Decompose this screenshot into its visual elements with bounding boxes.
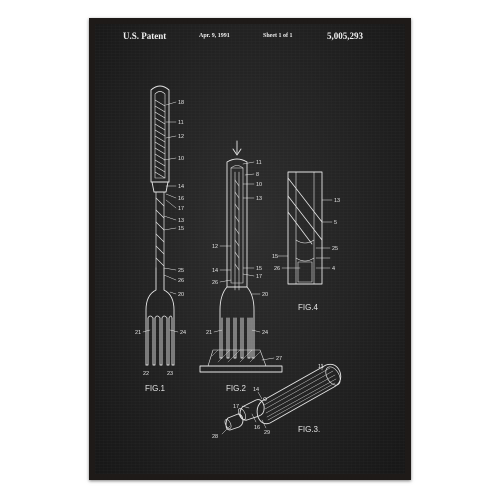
fig1-numerals: 18 11 12 10 14 16 17 13 15 25 26 20 21 2… xyxy=(135,100,186,377)
ref-numeral: 13 xyxy=(178,218,184,224)
ref-numeral: 26 xyxy=(274,266,280,272)
fig2-rod xyxy=(234,171,240,291)
patent-number: 5,005,293 xyxy=(327,31,363,41)
patent-date: Apr. 9, 1991 xyxy=(199,33,230,39)
figure-captions: FIG.1 FIG.2 FIG.4 FIG.3. xyxy=(145,303,320,434)
ref-numeral: 28 xyxy=(212,434,218,440)
ref-numeral: 24 xyxy=(262,330,268,336)
fig2-numerals: 11 8 10 13 12 14 26 15 17 20 21 24 27 xyxy=(206,160,282,362)
ref-numeral: 29 xyxy=(264,430,270,436)
ref-numeral: 25 xyxy=(178,268,184,274)
fig2-base xyxy=(199,365,283,373)
ref-numeral: 15 xyxy=(272,254,278,260)
fig1-caption: FIG.1 xyxy=(145,384,166,393)
fig2-caption: FIG.2 xyxy=(226,384,247,393)
fig3-cap xyxy=(239,399,265,421)
ref-numeral: 12 xyxy=(212,244,218,250)
fig1-tines xyxy=(145,317,175,366)
ref-numeral: 23 xyxy=(167,371,173,377)
ref-numeral: 10 xyxy=(256,182,262,188)
fig2-drawing xyxy=(199,140,283,373)
fig3-ribs xyxy=(263,367,337,421)
ref-numeral: 24 xyxy=(180,330,186,336)
patent-sheet xyxy=(95,24,405,474)
ref-numeral: 16 xyxy=(254,425,260,431)
ref-numeral: 25 xyxy=(332,246,338,252)
ref-numeral: 14 xyxy=(178,184,184,190)
fig2-tines xyxy=(219,317,255,359)
fig2-leaders xyxy=(213,161,275,361)
ref-numeral: 27 xyxy=(276,356,282,362)
fig3-cylinder xyxy=(256,363,342,425)
ref-numeral: 4 xyxy=(332,266,335,272)
ref-numeral: 21 xyxy=(206,330,212,336)
sheet-count: Sheet 1 of 1 xyxy=(263,33,293,39)
fig2-handle xyxy=(226,158,248,288)
ref-numeral: 12 xyxy=(178,134,184,140)
ref-numeral: 14 xyxy=(253,387,259,393)
ref-numeral: 5 xyxy=(334,220,337,226)
fig4-drawing xyxy=(277,171,333,285)
paper-texture xyxy=(95,24,405,474)
ref-numeral: 17 xyxy=(233,404,239,410)
ref-numeral: 15 xyxy=(178,226,184,232)
fig1-spring xyxy=(154,99,166,179)
fig3-caption: FIG.3. xyxy=(298,425,320,434)
fig1-fork-head xyxy=(145,267,175,366)
fig1-handle-inner xyxy=(154,91,166,179)
fig1-drawing xyxy=(142,85,179,366)
ref-numeral: 17 xyxy=(256,274,262,280)
fig4-caption: FIG.4 xyxy=(298,303,319,312)
fig2-fork-head xyxy=(219,286,255,359)
ref-numeral: 26 xyxy=(178,278,184,284)
ref-numeral: 20 xyxy=(178,292,184,298)
fig4-tube xyxy=(287,171,323,285)
ref-numeral: 8 xyxy=(256,172,259,178)
fig4-numerals: 13 5 25 15 26 4 xyxy=(272,198,340,272)
fig1-handle xyxy=(150,85,170,183)
fig1-collar xyxy=(151,181,169,193)
ref-numeral: 17 xyxy=(178,206,184,212)
fig2-arrow xyxy=(232,140,242,156)
fig1-shank xyxy=(155,191,165,269)
fig3-drawing xyxy=(221,363,342,435)
ref-numeral: 22 xyxy=(143,371,149,377)
ref-numeral: 11 xyxy=(318,364,324,370)
ref-numeral: 10 xyxy=(178,156,184,162)
fig3-leaders xyxy=(221,363,323,435)
ref-numeral: 16 xyxy=(178,196,184,202)
fig4-helix xyxy=(287,177,323,245)
ref-numeral: 14 xyxy=(212,268,218,274)
ref-numeral: 21 xyxy=(135,330,141,336)
fig1-leaders xyxy=(142,101,179,333)
ref-numeral: 18 xyxy=(178,100,184,106)
ref-numeral: 20 xyxy=(262,292,268,298)
ref-numeral: 13 xyxy=(334,198,340,204)
fig4-leaders xyxy=(277,199,333,269)
ref-numeral: 13 xyxy=(256,196,262,202)
ref-numeral: 11 xyxy=(178,120,184,126)
ref-numeral: 26 xyxy=(212,280,218,286)
ref-numeral: 15 xyxy=(256,266,262,272)
fig3-numerals: 11 14 17 16 28 29 xyxy=(212,364,324,440)
patent-label: U.S. Patent xyxy=(123,31,167,41)
ref-numeral: 11 xyxy=(256,160,262,166)
fig3-plug xyxy=(225,413,244,431)
